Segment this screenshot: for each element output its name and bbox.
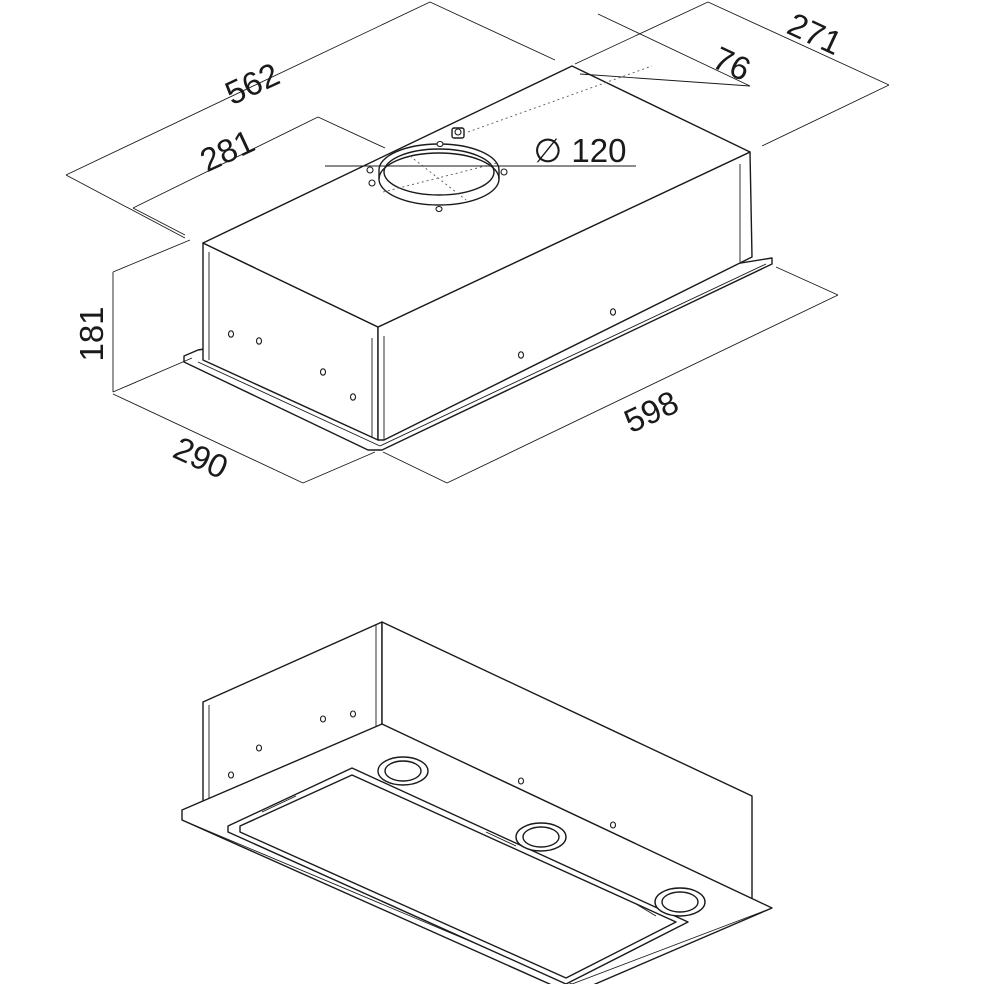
dim-width-top: 562 <box>219 55 285 112</box>
grease-filter <box>227 767 689 984</box>
dim-outlet-offset: 76 <box>707 39 756 88</box>
top-view-hood <box>183 65 773 451</box>
led-light-3 <box>654 887 706 917</box>
led-light-1 <box>377 756 429 786</box>
dim-height: 181 <box>73 306 110 361</box>
dimension-lines <box>65 1 890 484</box>
dim-frame-depth: 290 <box>168 429 234 486</box>
led-light-2 <box>515 822 567 852</box>
dim-depth-top: 271 <box>782 5 848 62</box>
side-holes <box>227 308 617 401</box>
dim-frame-width: 598 <box>618 383 684 440</box>
bottom-view-hood <box>181 621 773 984</box>
dim-half-width: 281 <box>194 122 260 179</box>
dim-outlet-diameter: ∅ 120 <box>534 132 627 169</box>
